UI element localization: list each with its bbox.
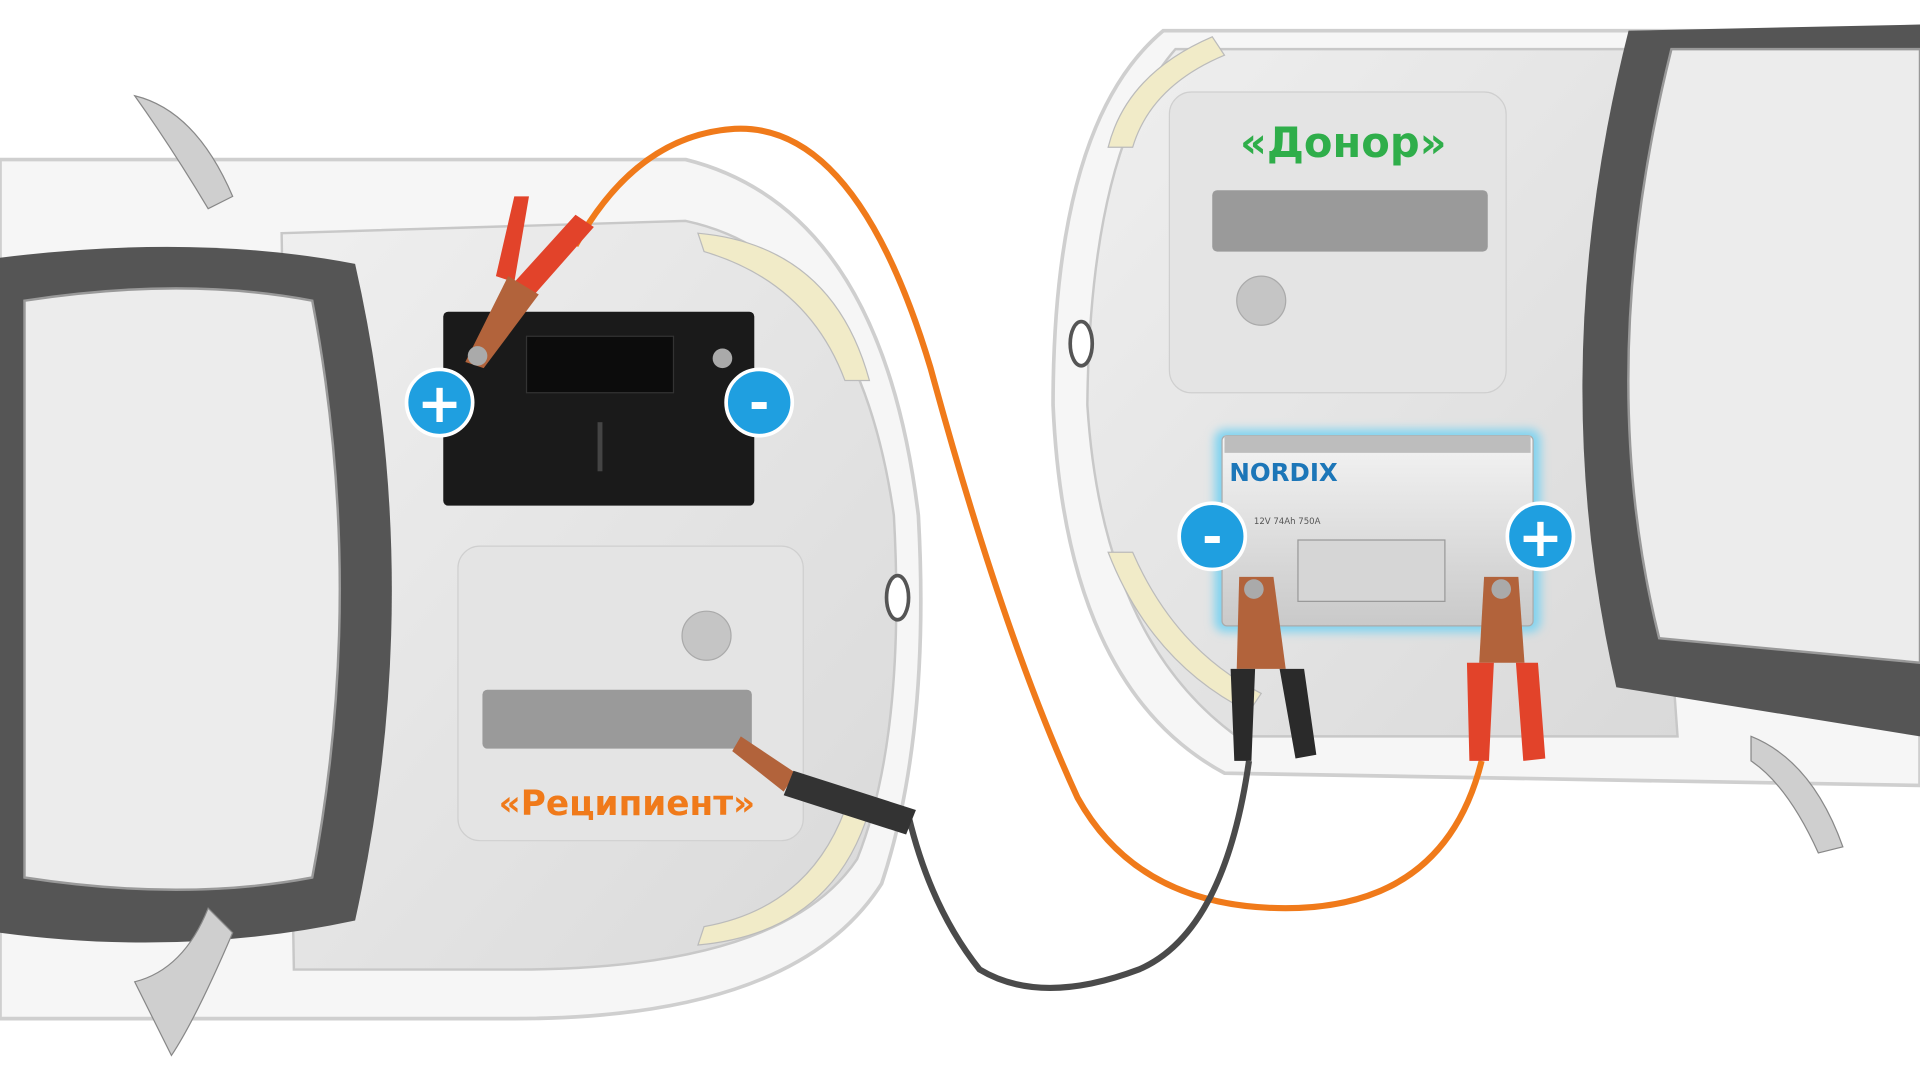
battery-brand: NORDIX <box>1229 458 1338 487</box>
recipient-battery <box>443 311 755 506</box>
battery-spec: 12V 74Ah 750A <box>1254 517 1321 527</box>
minus-icon: - <box>749 374 769 432</box>
negative-clamp-donor <box>1230 576 1317 761</box>
recipient-windshield <box>23 287 341 891</box>
recipient-mirror <box>133 94 234 210</box>
donor-battery: NORDIX 12V 74Ah 750A <box>1214 429 1541 633</box>
plus-icon: + <box>417 372 462 435</box>
positive-clamp-recipient <box>465 196 594 369</box>
negative-clamp-loose <box>732 736 916 835</box>
positive-clamp-donor <box>1466 576 1546 761</box>
donor-plus-badge: + <box>1505 501 1576 572</box>
donor-label: «Донор» <box>1240 118 1447 167</box>
minus-icon: - <box>1202 507 1222 565</box>
recipient-headlight <box>697 232 871 382</box>
recipient-minus-badge: - <box>724 367 795 438</box>
donor-mirror <box>1750 735 1844 854</box>
recipient-plus-badge: + <box>404 367 475 438</box>
recipient-car: «Реципиент» <box>0 94 923 1057</box>
donor-minus-badge: - <box>1177 501 1248 572</box>
donor-headlight <box>1107 36 1226 148</box>
donor-windshield <box>1627 47 1920 664</box>
recipient-label: «Реципиент» <box>499 784 756 824</box>
plus-icon: + <box>1518 506 1563 569</box>
negative-cable <box>905 760 1253 992</box>
positive-cable <box>572 125 1485 912</box>
